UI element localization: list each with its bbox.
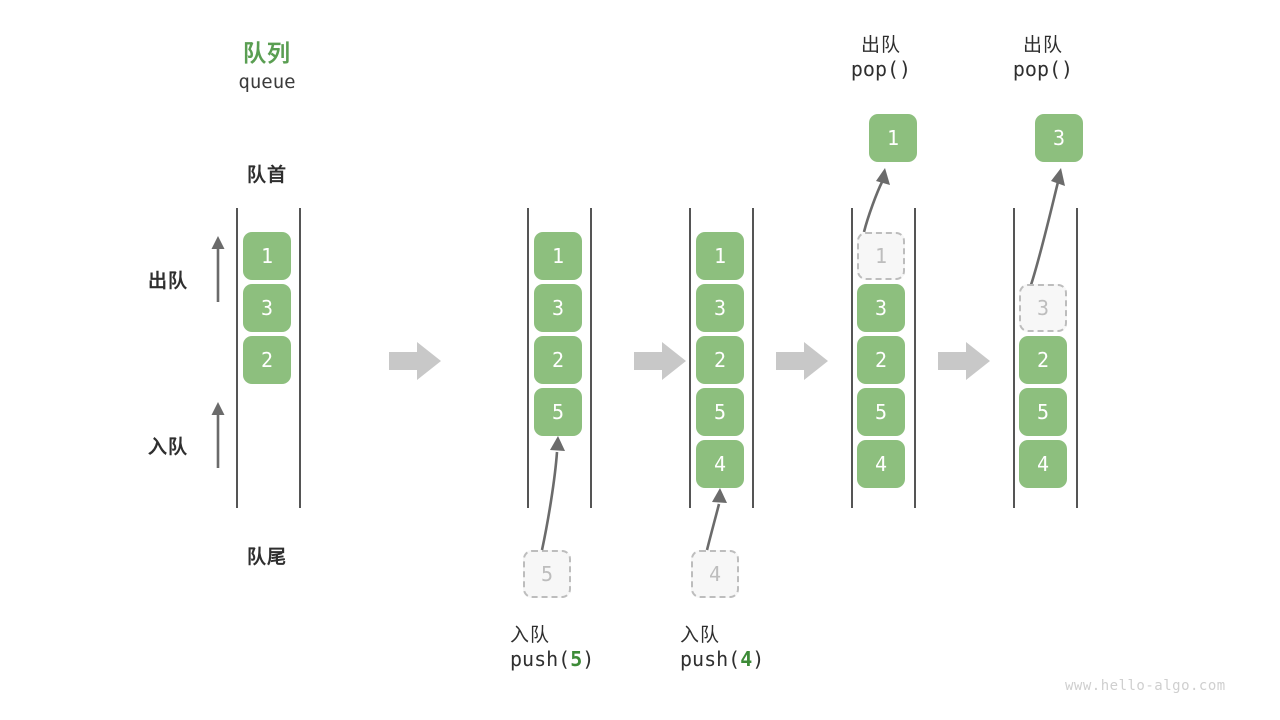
enqueue-direction-label: 入队 xyxy=(148,436,189,458)
queue-cell: 1 xyxy=(243,232,291,280)
queue-cell: 5 xyxy=(857,388,905,436)
queue-cell: 5 xyxy=(534,388,582,436)
queue-cell: 1 xyxy=(696,232,744,280)
queue-cell: 5 xyxy=(696,388,744,436)
queue-cell: 2 xyxy=(857,336,905,384)
enqueue-operation-cn: 入队 xyxy=(680,624,721,646)
queue-rail-right xyxy=(752,208,754,508)
enqueue-operation-caption: 入队 push(5) xyxy=(510,620,594,671)
enqueue-direction-arrow-icon xyxy=(211,402,225,468)
dequeue-operation-cn: 出队 xyxy=(860,34,901,56)
queue-cell: 4 xyxy=(857,440,905,488)
queue-cell: 3 xyxy=(534,284,582,332)
code-arg: 4 xyxy=(740,647,753,671)
queue-cell: 2 xyxy=(1019,336,1067,384)
enqueue-arrow-icon xyxy=(540,436,565,551)
queue-rear-label: 队尾 xyxy=(246,546,287,568)
diagram-title-cn: 队列 xyxy=(243,41,291,67)
queue-cell: 4 xyxy=(696,440,744,488)
dequeue-operation-caption: 出队 pop() xyxy=(983,30,1103,81)
queue-rail-right xyxy=(1076,208,1078,508)
queue-cell: 3 xyxy=(696,284,744,332)
dequeue-direction-label: 出队 xyxy=(148,270,189,292)
queue-rail-right xyxy=(299,208,301,508)
incoming-element-placeholder: 4 xyxy=(691,550,739,598)
dequeue-arrow-icon xyxy=(1028,168,1065,289)
popped-element: 3 xyxy=(1035,114,1083,162)
queue-cell: 2 xyxy=(696,336,744,384)
queue-rail-right xyxy=(590,208,592,508)
site-watermark: www.hello-algo.com xyxy=(1065,678,1226,694)
queue-cell: 2 xyxy=(243,336,291,384)
queue-cell: 4 xyxy=(1019,440,1067,488)
dequeue-direction-arrow-icon xyxy=(211,236,225,302)
queue-rail-left xyxy=(1013,208,1015,508)
queue-rail-left xyxy=(527,208,529,508)
queue-rail-left xyxy=(851,208,853,508)
dequeue-operation-code: pop() xyxy=(850,57,912,81)
queue-front-label: 队首 xyxy=(246,164,287,186)
code-prefix: push( xyxy=(680,647,741,671)
queue-cell: 2 xyxy=(534,336,582,384)
queue-cell: 5 xyxy=(1019,388,1067,436)
code-suffix: ) xyxy=(582,647,595,671)
step-arrow-icon xyxy=(776,342,828,380)
enqueue-operation-caption: 入队 push(4) xyxy=(680,620,764,671)
dequeue-operation-caption: 出队 pop() xyxy=(821,30,941,81)
queue-rail-left xyxy=(236,208,238,508)
code-arg: 5 xyxy=(570,647,583,671)
enqueue-operation-code: push(4) xyxy=(680,647,764,671)
queue-cell: 3 xyxy=(857,284,905,332)
queue-rail-left xyxy=(689,208,691,508)
queue-cell: 3 xyxy=(243,284,291,332)
removed-element-placeholder: 1 xyxy=(857,232,905,280)
code-suffix: ) xyxy=(752,647,765,671)
enqueue-operation-code: push(5) xyxy=(510,647,594,671)
enqueue-arrow-icon xyxy=(705,488,727,551)
dequeue-operation-code: pop() xyxy=(1012,57,1074,81)
step-arrow-icon xyxy=(634,342,686,380)
code-prefix: push( xyxy=(510,647,571,671)
diagram-title-en: queue xyxy=(238,71,296,93)
incoming-element-placeholder: 5 xyxy=(523,550,571,598)
removed-element-placeholder: 3 xyxy=(1019,284,1067,332)
dequeue-operation-cn: 出队 xyxy=(1022,34,1063,56)
dequeue-arrow-icon xyxy=(862,168,890,233)
queue-rail-right xyxy=(914,208,916,508)
queue-cell: 1 xyxy=(534,232,582,280)
enqueue-operation-cn: 入队 xyxy=(510,624,551,646)
step-arrow-icon xyxy=(389,342,441,380)
step-arrow-icon xyxy=(938,342,990,380)
popped-element: 1 xyxy=(869,114,917,162)
